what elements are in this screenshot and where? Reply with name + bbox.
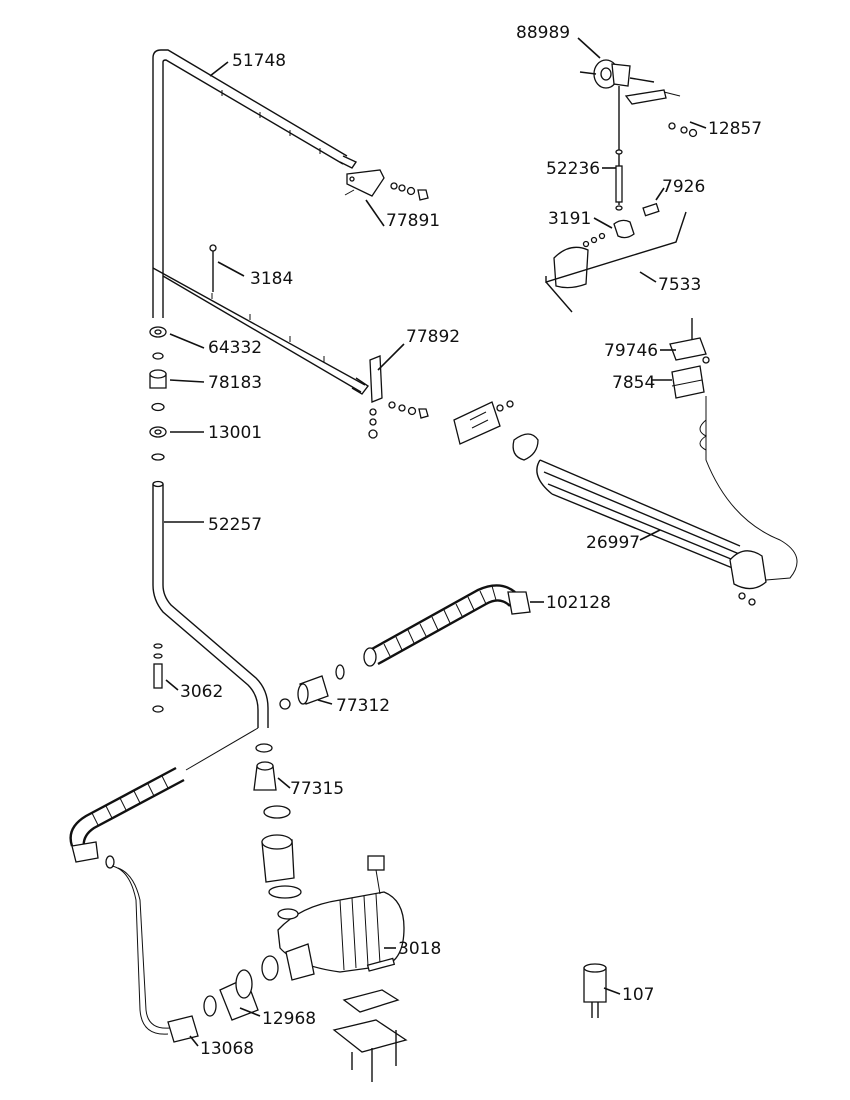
- terminal-block-79746: [669, 318, 710, 364]
- tube-52257: [152, 480, 269, 728]
- label-7926: 7926: [662, 177, 705, 197]
- connector-3062: [152, 643, 164, 713]
- label-78183: 78183: [208, 373, 262, 393]
- label-52257: 52257: [208, 515, 262, 535]
- heating-element-26997: [536, 459, 767, 606]
- bracket-12857: [624, 89, 698, 138]
- label-13068: 13068: [200, 1039, 254, 1059]
- label-79746: 79746: [604, 341, 658, 361]
- fitting-77312: [279, 664, 345, 710]
- sleeve-12968: [203, 969, 259, 1021]
- label-77312: 77312: [336, 696, 390, 716]
- label-3184: 3184: [250, 269, 293, 289]
- corrugated-hose-102128: [363, 584, 531, 667]
- label-12968: 12968: [262, 1009, 316, 1029]
- part-labels: 51748 77891 3184 77892 64332 78183 13001…: [180, 23, 762, 1059]
- label-7533: 7533: [658, 275, 701, 295]
- corrugated-hose-lower: [69, 727, 259, 1043]
- rod-52236: [615, 86, 623, 211]
- label-26997: 26997: [586, 533, 640, 553]
- label-51748: 51748: [232, 51, 286, 71]
- bracket-77891: [344, 169, 429, 201]
- label-64332: 64332: [208, 338, 262, 358]
- label-107: 107: [622, 985, 654, 1005]
- capacitor-107: [583, 963, 607, 1018]
- fitting-stack: [149, 326, 167, 461]
- label-12857: 12857: [708, 119, 762, 139]
- fitting-77315: [253, 743, 291, 819]
- label-3018: 3018: [398, 939, 441, 959]
- label-77315: 77315: [290, 779, 344, 799]
- pump-base: [332, 989, 408, 1082]
- spray-arm-tube-51748: [152, 49, 370, 395]
- pressure-switch-88989: [579, 59, 655, 89]
- heater-plate: [453, 400, 539, 461]
- label-77891: 77891: [386, 211, 440, 231]
- leader-lines: [164, 37, 707, 1047]
- pin-3184: [209, 244, 217, 292]
- label-3062: 3062: [180, 682, 223, 702]
- label-88989: 88989: [516, 23, 570, 43]
- label-3191: 3191: [548, 209, 591, 229]
- valve-assembly-7533: [545, 202, 687, 313]
- bracket-77892: [368, 355, 429, 439]
- label-77892: 77892: [406, 327, 460, 347]
- label-102128: 102128: [546, 593, 611, 613]
- label-13001: 13001: [208, 423, 262, 443]
- label-7854: 7854: [612, 373, 655, 393]
- terminal-block-7854: [671, 365, 798, 581]
- label-52236: 52236: [546, 159, 600, 179]
- pump-3018: [261, 834, 405, 981]
